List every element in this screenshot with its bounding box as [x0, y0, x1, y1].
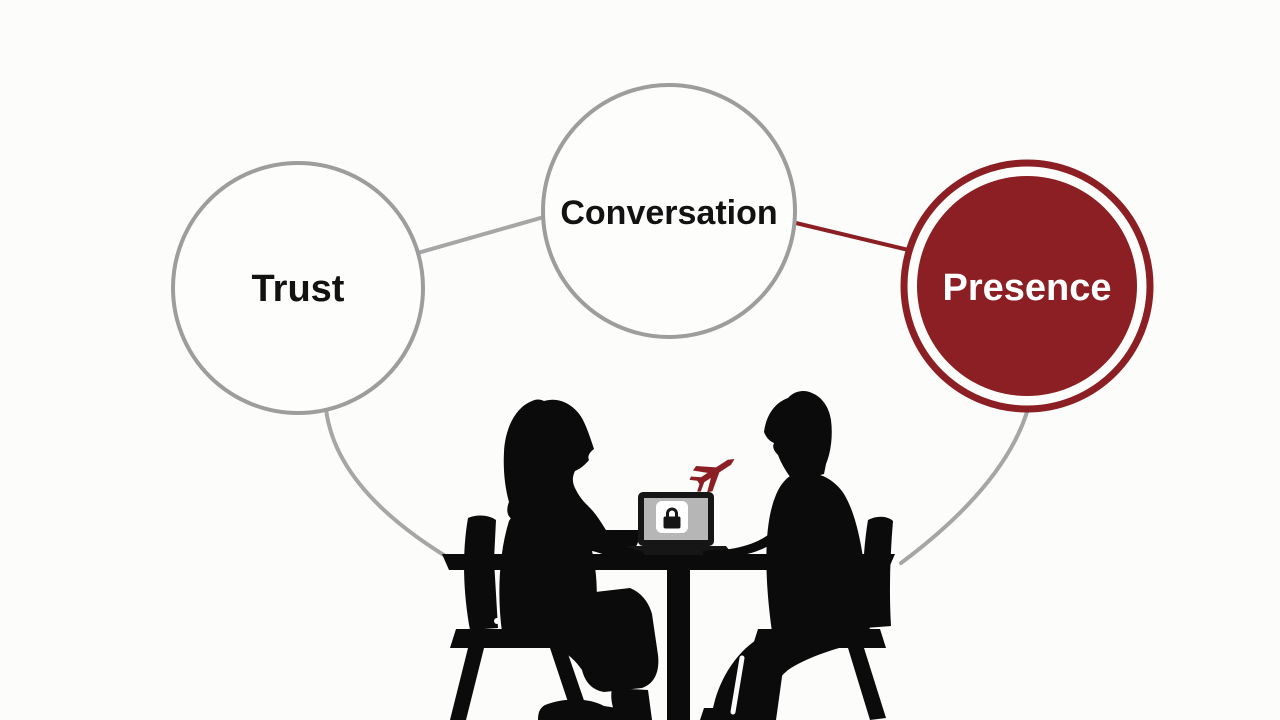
- man-torso: [766, 472, 870, 632]
- connector-conversation-presence: [773, 216, 927, 256]
- right-chair-backrest: [863, 516, 893, 628]
- woman-head-hair: [503, 399, 594, 521]
- man-arm: [703, 515, 792, 559]
- left-chair-backrest: [464, 515, 498, 630]
- right-chair-rear-leg: [848, 648, 886, 720]
- table-pedestal: [667, 568, 690, 720]
- node-trust: Trust: [171, 161, 425, 415]
- node-trust-label: Trust: [252, 268, 345, 310]
- node-conversation-circle: [541, 83, 797, 339]
- connector-trust-conversation: [398, 209, 567, 260]
- left-chair-front-leg: [450, 648, 484, 720]
- man-silhouette: [700, 390, 870, 720]
- connector-trust-scene: [324, 407, 459, 565]
- node-presence-label: Presence: [942, 267, 1111, 309]
- woman-torso-arm: [499, 499, 646, 632]
- chair-notch: [494, 618, 500, 624]
- connectors: [324, 209, 1029, 565]
- woman-foot: [538, 699, 652, 720]
- node-trust-circle: [171, 161, 425, 415]
- woman-legs-skirt: [506, 588, 659, 692]
- node-conversation: Conversation: [541, 83, 797, 339]
- leg-gap: [730, 655, 745, 715]
- padlock-body: [663, 516, 681, 529]
- illustration-couple-at-table: [442, 390, 895, 720]
- node-conversation-label: Conversation: [560, 194, 777, 232]
- airplane-icon: [689, 459, 735, 493]
- laptop: [619, 492, 733, 555]
- padlock-icon: [666, 507, 678, 517]
- node-presence-circle: [917, 176, 1137, 396]
- man-head: [764, 390, 832, 482]
- man-legs: [710, 630, 858, 720]
- connector-presence-scene: [899, 410, 1029, 565]
- airplane-shape: [689, 459, 735, 493]
- node-presence: Presence: [900, 159, 1154, 413]
- woman-silhouette: [499, 399, 659, 720]
